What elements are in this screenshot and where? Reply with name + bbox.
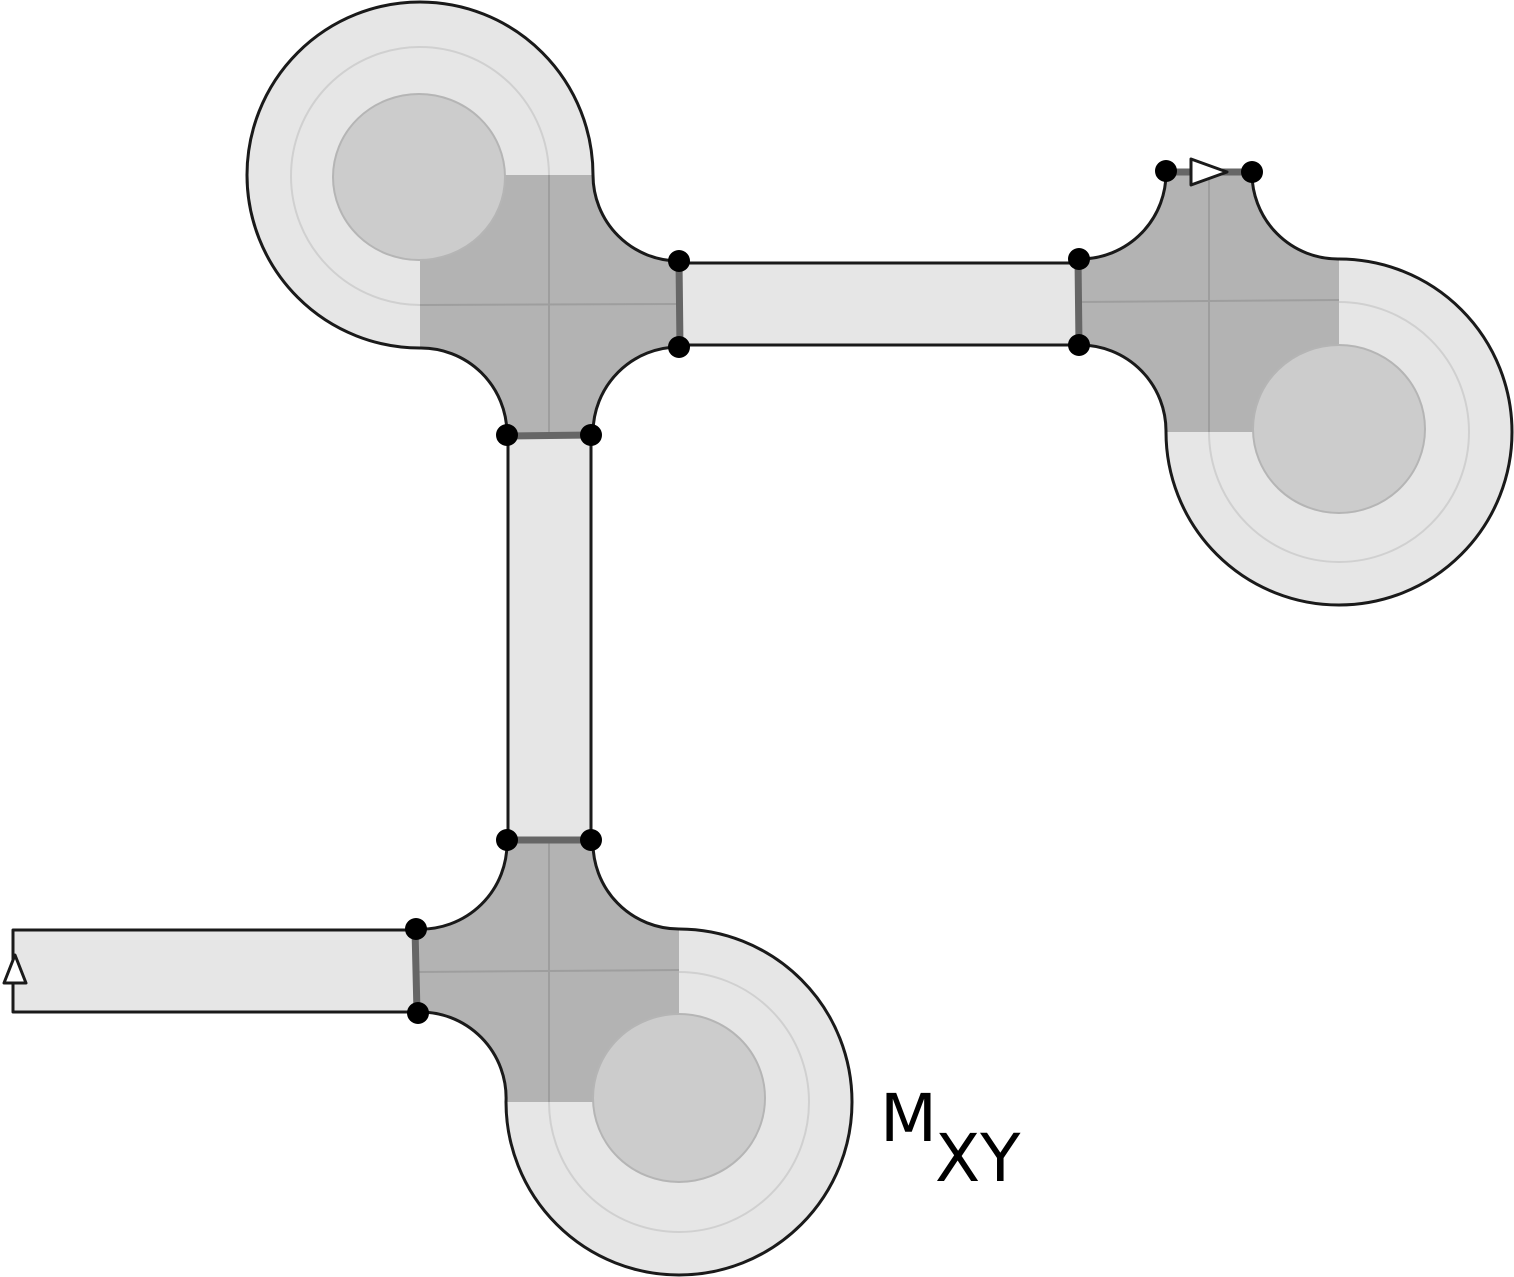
vertex-icon <box>407 1002 429 1024</box>
vertex-icon <box>1068 248 1090 270</box>
junction-top-left <box>245 0 680 434</box>
junction-bottom <box>416 840 854 1277</box>
outline <box>1079 170 1168 261</box>
outline <box>591 345 680 434</box>
vertex-icon <box>580 424 602 446</box>
vertex-icon <box>1241 161 1263 183</box>
label-main: M <box>880 1080 937 1157</box>
vertex-icon <box>405 918 427 940</box>
outline <box>416 840 854 1277</box>
junction-top-right <box>1079 170 1514 607</box>
grid-line <box>1079 299 1340 303</box>
orientation-arrow-icon <box>1189 157 1229 187</box>
vertices <box>405 160 1263 1024</box>
vertex-icon <box>1155 160 1177 182</box>
gluing-edge <box>411 925 421 1017</box>
outline <box>1079 170 1514 607</box>
vertex-icon <box>496 829 518 851</box>
vertex-icon <box>580 829 602 851</box>
disk <box>592 1013 766 1183</box>
orientation-arrow-icon <box>2 953 28 985</box>
ring-inner-line <box>548 971 810 1233</box>
label-subscript: XY <box>934 1120 1021 1197</box>
bands <box>13 263 1080 1012</box>
ring-inner-line <box>290 46 550 306</box>
vertex-icon <box>668 336 690 358</box>
orientation-markers <box>2 157 1229 985</box>
disk <box>1252 344 1426 514</box>
vertex-icon <box>668 250 690 272</box>
outline <box>245 0 680 350</box>
vertex-icon <box>496 424 518 446</box>
vertex-icon <box>1068 334 1090 356</box>
band-top-horizontal <box>679 263 1080 345</box>
gluing-edge <box>1074 255 1083 349</box>
outline <box>416 840 509 931</box>
gluing-edge <box>675 257 684 351</box>
diagram-label: MXY <box>880 1086 1020 1192</box>
grid-line <box>419 303 680 306</box>
outline <box>419 346 509 434</box>
band-vertical <box>508 436 591 840</box>
ring-inner-line <box>1208 301 1470 563</box>
disk <box>332 93 506 261</box>
gluing-edges <box>411 168 1256 1017</box>
band-left <box>13 930 417 1012</box>
grid-line <box>416 969 680 973</box>
gluing-edge <box>503 431 595 440</box>
